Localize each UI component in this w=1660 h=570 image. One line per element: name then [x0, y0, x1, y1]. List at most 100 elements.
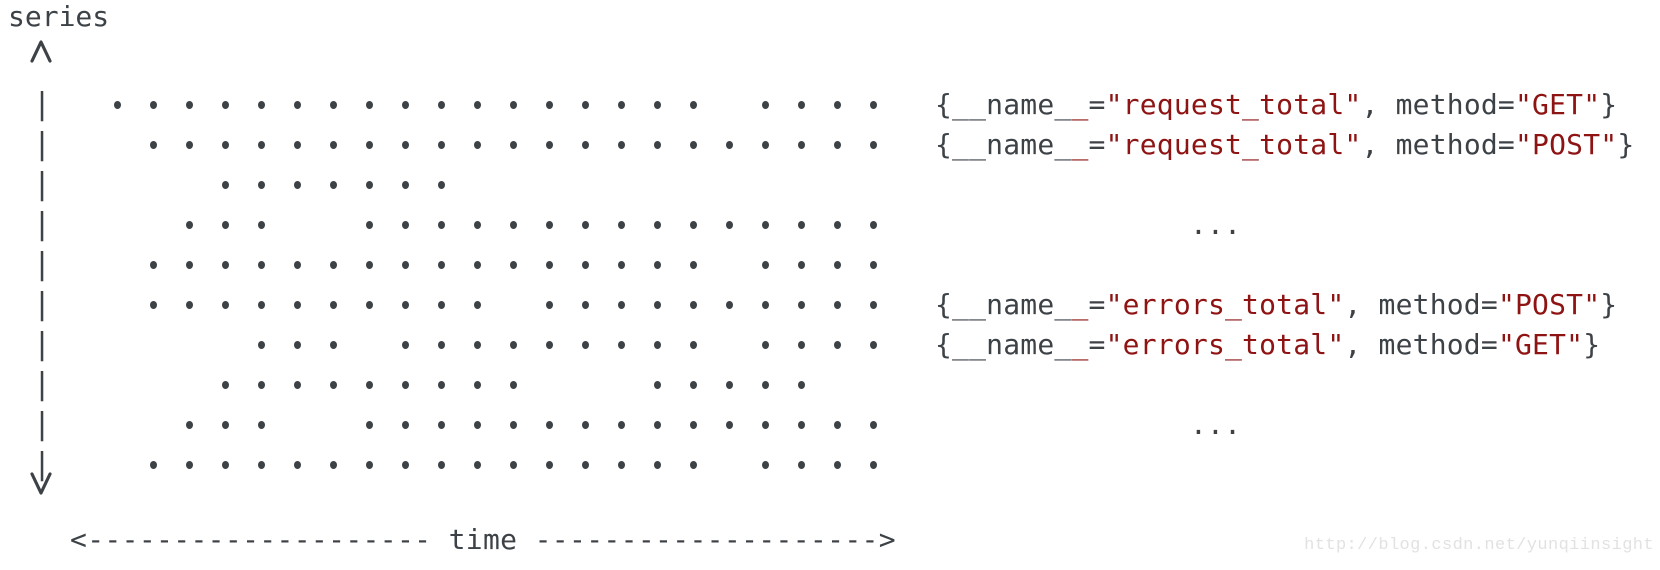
data-point-dot [294, 461, 301, 469]
data-point-dot [366, 261, 373, 269]
data-point-dot [546, 261, 553, 269]
label-string-value: "POST" [1497, 288, 1601, 321]
data-point-dot [654, 461, 661, 469]
data-point-dot [834, 341, 841, 349]
data-point-dot [150, 261, 157, 269]
label-syntax: , method= [1344, 328, 1498, 361]
data-point-dot [546, 301, 553, 309]
data-point-dot [798, 461, 805, 469]
label-syntax: = [1088, 88, 1106, 121]
label-syntax: = [1088, 128, 1106, 161]
data-point-dot [762, 421, 769, 429]
data-point-dot [330, 261, 337, 269]
data-point-dot [222, 261, 229, 269]
data-point-dot [438, 261, 445, 269]
data-point-dot [402, 301, 409, 309]
data-point-dot [474, 381, 481, 389]
data-point-dot [798, 261, 805, 269]
more-series-ellipsis: ... [1190, 208, 1242, 241]
data-point-dot [366, 421, 373, 429]
data-point-dot [582, 261, 589, 269]
series-axis-tick: | [33, 127, 52, 162]
data-point-dot [834, 461, 841, 469]
data-point-dot [438, 181, 445, 189]
watermark: http://blog.csdn.net/yunqiinsight [1304, 536, 1654, 555]
data-point-dot [654, 221, 661, 229]
data-point-dot [150, 461, 157, 469]
data-point-dot [618, 221, 625, 229]
data-point-dot [186, 221, 193, 229]
data-point-dot [618, 461, 625, 469]
data-point-dot [618, 341, 625, 349]
label-syntax: {__name_ [935, 88, 1072, 121]
series-axis-tick: | [33, 407, 52, 442]
label-syntax: = [1088, 288, 1106, 321]
data-point-dot [474, 461, 481, 469]
data-point-dot [258, 421, 265, 429]
data-point-dot [582, 341, 589, 349]
label-syntax: {__name_ [935, 328, 1072, 361]
data-point-dot [546, 221, 553, 229]
data-point-dot [546, 421, 553, 429]
series-axis-down-arrow-icon [30, 472, 52, 495]
label-string-value: "errors_total" [1105, 328, 1345, 361]
data-point-dot [834, 141, 841, 149]
data-point-dot [726, 301, 733, 309]
data-point-dot [186, 141, 193, 149]
data-point-dot [438, 381, 445, 389]
label-syntax: } [1600, 88, 1618, 121]
data-point-dot [330, 301, 337, 309]
data-point-dot [438, 301, 445, 309]
data-point-dot [726, 381, 733, 389]
data-point-dot [222, 221, 229, 229]
series-axis-tick: | [33, 87, 52, 122]
data-point-dot [798, 221, 805, 229]
data-point-dot [726, 141, 733, 149]
label-syntax: , method= [1361, 128, 1515, 161]
data-point-dot [618, 141, 625, 149]
label-syntax: } [1583, 328, 1601, 361]
data-point-dot [870, 421, 877, 429]
data-point-dot [366, 461, 373, 469]
label-syntax: {__name_ [935, 288, 1072, 321]
data-point-dot [762, 381, 769, 389]
series-selector-label: {__name__="errors_total", method="GET"} [935, 325, 1600, 365]
data-point-dot [402, 141, 409, 149]
series-axis-label: series [8, 0, 110, 33]
data-point-dot [366, 101, 373, 109]
label-string-value: "request_total" [1105, 128, 1362, 161]
data-point-dot [222, 141, 229, 149]
data-point-dot [618, 301, 625, 309]
data-point-dot [438, 141, 445, 149]
data-point-dot [402, 221, 409, 229]
data-point-dot [870, 141, 877, 149]
data-point-dot [510, 341, 517, 349]
data-point-dot [690, 141, 697, 149]
label-string-value: "POST" [1515, 128, 1618, 161]
data-point-dot [258, 181, 265, 189]
label-syntax: , method= [1344, 288, 1498, 321]
data-point-dot [330, 101, 337, 109]
data-point-dot [294, 181, 301, 189]
data-point-dot [366, 301, 373, 309]
data-point-dot [294, 381, 301, 389]
data-point-dot [870, 101, 877, 109]
data-point-dot [690, 421, 697, 429]
data-point-dot [690, 221, 697, 229]
data-point-dot [582, 221, 589, 229]
label-string-value: _ [1071, 88, 1089, 121]
data-point-dot [618, 261, 625, 269]
data-point-dot [438, 341, 445, 349]
label-string-value: "GET" [1515, 88, 1601, 121]
data-point-dot [222, 181, 229, 189]
data-point-dot [402, 261, 409, 269]
data-point-dot [546, 101, 553, 109]
label-string-value: "request_total" [1105, 88, 1362, 121]
data-point-dot [798, 381, 805, 389]
series-selector-label: {__name__="request_total", method="POST"… [935, 125, 1634, 165]
label-syntax: } [1600, 288, 1618, 321]
more-series-ellipsis: ... [1190, 408, 1242, 441]
data-point-dot [366, 221, 373, 229]
data-point-dot [258, 101, 265, 109]
